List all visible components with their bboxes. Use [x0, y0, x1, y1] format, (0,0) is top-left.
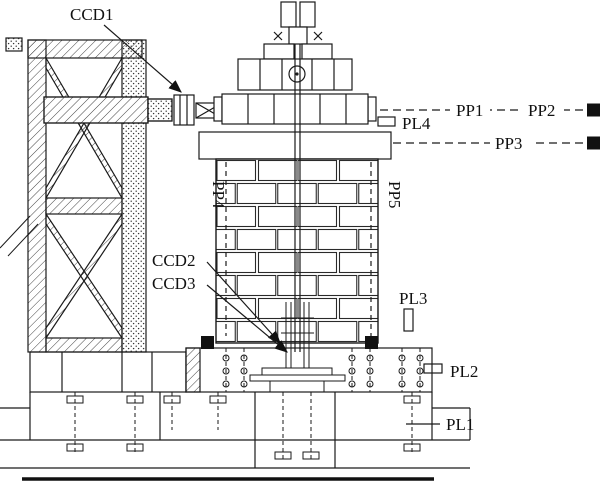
pp1-pp2-target-square — [587, 103, 600, 117]
pp5-target-square — [365, 336, 378, 349]
pp4-target-square — [201, 336, 214, 349]
pp3-target-square — [587, 136, 600, 150]
ccd3-arrow — [206, 284, 288, 353]
anchor-bolts — [74, 392, 413, 460]
ccd1-arrow — [103, 24, 182, 93]
pl3-sensor — [403, 308, 414, 332]
pp2-label-bg — [522, 100, 564, 118]
pl2-sensor — [423, 363, 443, 374]
label-ccd2: CCD2 — [152, 251, 195, 270]
ccd1-device — [173, 94, 195, 126]
pl4-sensor — [377, 116, 396, 127]
tie-rod — [294, 44, 301, 352]
pp1-label-bg — [450, 100, 490, 118]
foundation — [0, 392, 471, 469]
break-mark — [0, 215, 39, 257]
label-pl4: PL4 — [402, 114, 431, 133]
ccd2-arrow — [206, 261, 281, 344]
label-pp3: PP3 — [495, 134, 522, 153]
label-pp5: PP5 — [385, 181, 404, 208]
label-pp2: PP2 — [528, 101, 555, 120]
label-ccd1: CCD1 — [70, 5, 113, 24]
label-pl3: PL3 — [399, 289, 427, 308]
left-support-beam — [29, 351, 187, 393]
pp3-label-bg — [490, 134, 532, 151]
label-pl1: PL1 — [446, 415, 474, 434]
label-pp1: PP1 — [456, 101, 483, 120]
reaction-bracket — [43, 96, 173, 124]
ccd-target-fixture — [249, 302, 346, 392]
reaction-frame — [5, 37, 147, 353]
hydraulic-jack — [263, 1, 333, 60]
label-ccd3: CCD3 — [152, 274, 195, 293]
masonry-wall — [215, 158, 379, 344]
anchor-bolt-nuts — [66, 395, 421, 460]
label-pp4: PP4 — [209, 181, 228, 209]
label-pl2: PL2 — [450, 362, 478, 381]
